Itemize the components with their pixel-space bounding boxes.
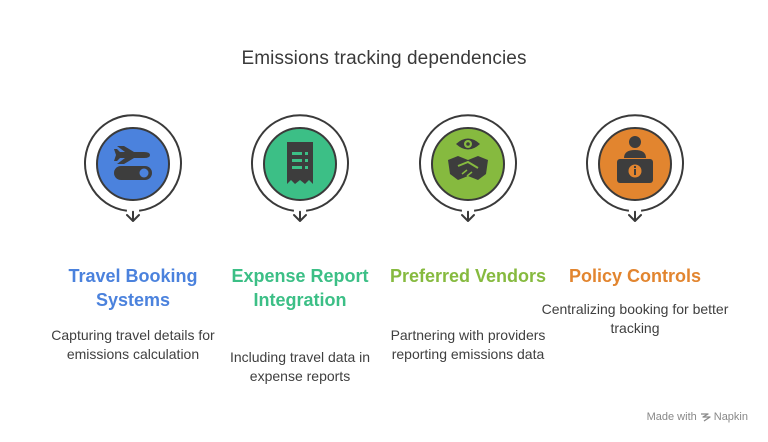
ring-connector: [251, 114, 349, 222]
napkin-brand: Napkin: [713, 411, 748, 423]
receipt-icon: [287, 142, 313, 184]
ring-connector: [84, 114, 182, 222]
user-info-desk-icon: [617, 136, 653, 183]
step-description: Centralizing booking for better tracking: [541, 301, 729, 336]
step-heading: Travel Booking Systems: [68, 266, 198, 310]
made-with-footer: Made with Napkin: [647, 411, 748, 423]
eye-handshake-icon: [448, 138, 488, 180]
ring-connector: [586, 114, 684, 222]
step-description: Partnering with providers reporting emis…: [390, 327, 546, 362]
ring-connector: [419, 114, 517, 222]
page-title: Emissions tracking dependencies: [241, 48, 527, 69]
made-with-label: Made with: [646, 411, 697, 423]
step-heading: Expense Report Integration: [231, 266, 369, 310]
step-description: Capturing travel details for emissions c…: [51, 327, 215, 362]
step-heading: Policy Controls: [568, 266, 702, 286]
plane-toggle-icon: [114, 146, 152, 180]
napkin-logo-icon: [700, 412, 711, 422]
step-description: Including travel data in expense reports: [229, 349, 371, 384]
step-heading: Preferred Vendors: [389, 266, 547, 286]
